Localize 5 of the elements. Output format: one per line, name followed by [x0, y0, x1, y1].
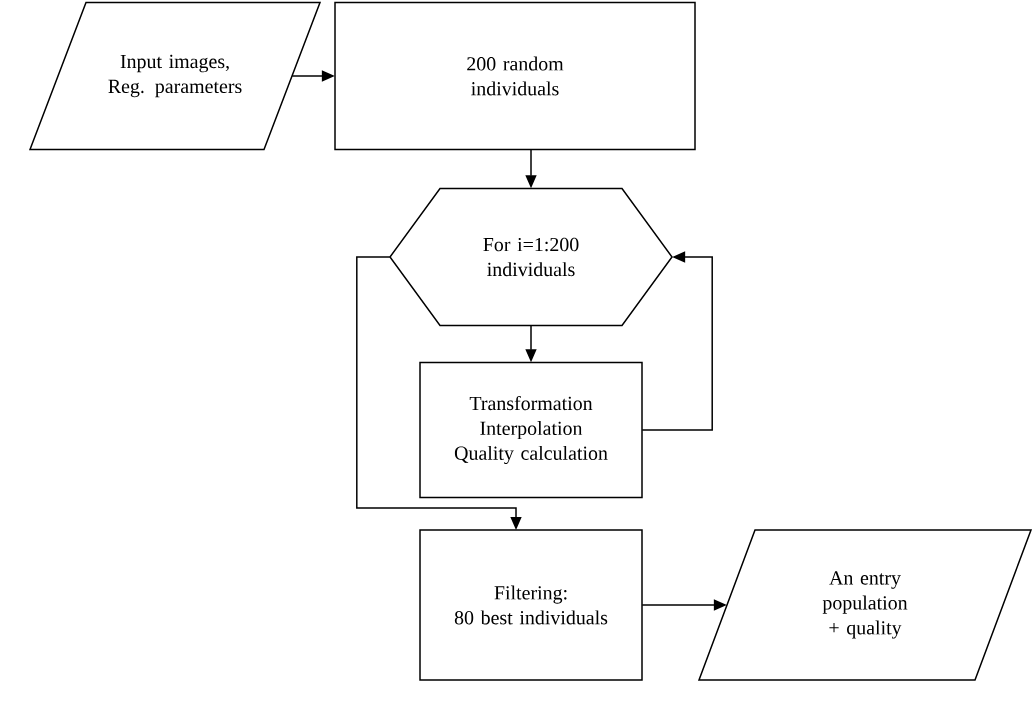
process-box: 200 random individuals [334, 1, 696, 151]
arrow [641, 251, 713, 431]
loop-hexagon: For i=1:200 individuals [389, 187, 673, 327]
process-box: Transformation Interpolation Quality calculation [419, 361, 643, 499]
process-box: Filtering: 80 best individuals [419, 529, 643, 681]
